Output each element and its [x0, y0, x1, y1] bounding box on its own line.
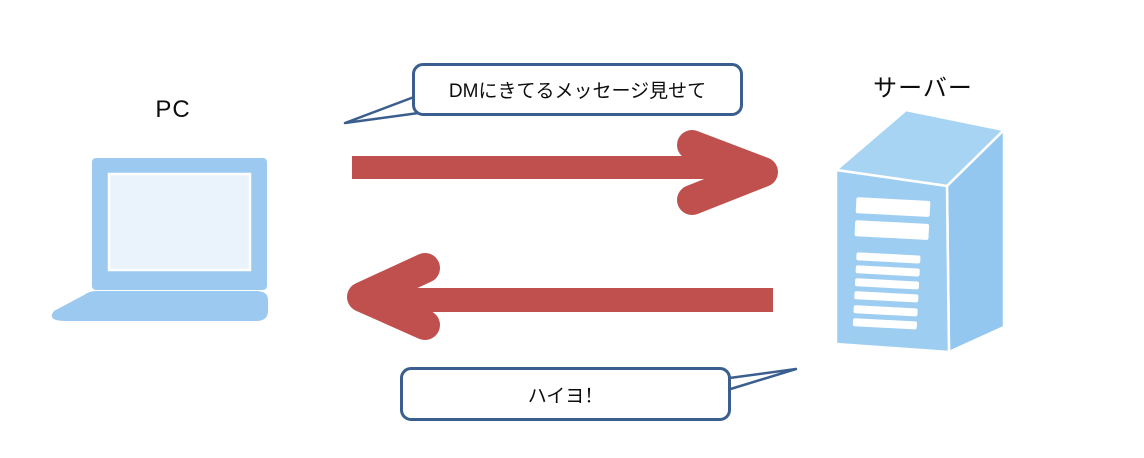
- server-slots: [852, 197, 931, 330]
- laptop-base: [51, 291, 268, 321]
- laptop-screen: [107, 172, 252, 272]
- pc-icon: [51, 158, 268, 321]
- server-vent-slat: [856, 252, 921, 264]
- request-arrowhead-icon: [677, 130, 778, 215]
- server-vent-slat: [854, 291, 919, 303]
- response-bubble-tail: [720, 367, 798, 393]
- server-drive-bay: [855, 197, 931, 217]
- server-drive-bay: [854, 220, 930, 240]
- response-arrowhead-icon: [347, 253, 440, 340]
- request-message-text: DMにきてるメッセージ見せて: [448, 81, 707, 102]
- response-speech-bubble: ハイヨ！: [400, 367, 731, 421]
- request-arrow: [352, 130, 778, 215]
- request-arrow-shaft: [352, 156, 752, 179]
- response-arrow-shaft: [362, 288, 773, 312]
- server-vent-slat: [852, 318, 917, 330]
- request-speech-bubble: DMにきてるメッセージ見せて: [412, 63, 743, 116]
- server-vent-slat: [855, 265, 920, 277]
- server-label: サーバー: [873, 75, 973, 102]
- request-bubble-tail: [343, 92, 428, 125]
- server-vent-slat: [853, 305, 918, 317]
- server-vent-slat: [854, 278, 920, 290]
- response-message-text: ハイヨ！: [527, 385, 604, 407]
- server-icon: [834, 108, 1006, 354]
- pc-label: PC: [155, 96, 191, 123]
- response-arrow: [347, 253, 773, 340]
